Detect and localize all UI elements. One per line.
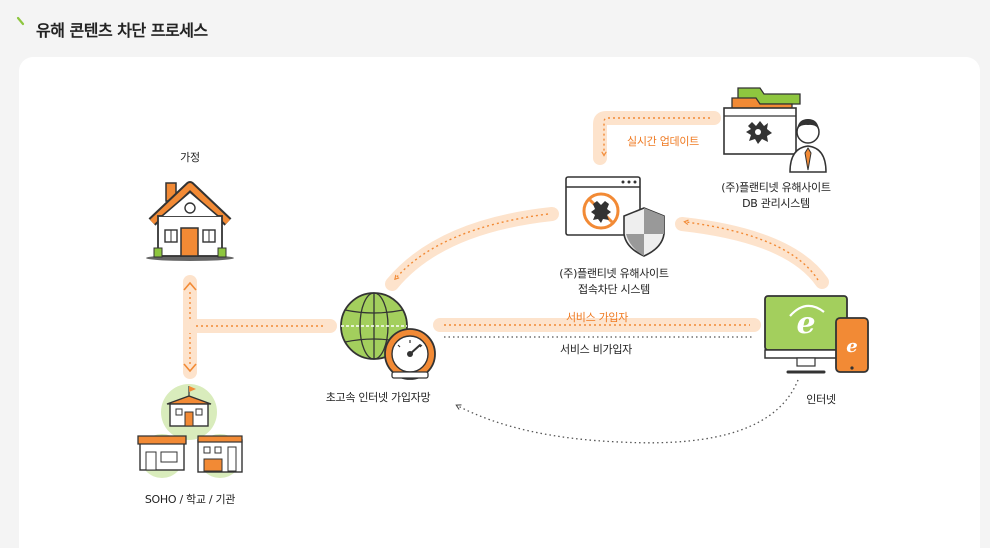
- non-subscriber-label: 서비스 비가입자: [560, 343, 632, 356]
- update-dots: [601, 117, 710, 157]
- svg-text:e: e: [796, 306, 815, 341]
- internet-to-block-dots: [683, 219, 819, 281]
- buildings-icon: [137, 384, 243, 478]
- page-title: 유해 콘텐츠 차단 프로세스: [36, 21, 208, 40]
- monitor-mobile-icon: e e: [764, 295, 869, 374]
- globe-speedometer-icon: [340, 292, 436, 380]
- subscriber-label: 서비스 가입자: [565, 311, 629, 324]
- home-label: 가정: [180, 151, 200, 164]
- arrow-down-head: [183, 363, 197, 373]
- internet-to-block-band: [675, 217, 829, 289]
- block-system-line1: (주)플랜티넷 유해사이트: [559, 267, 669, 280]
- house-icon: [146, 181, 234, 261]
- internet-label: 인터넷: [806, 393, 836, 406]
- block-to-isp-band: [385, 207, 559, 291]
- db-system-line2: DB 관리시스템: [742, 197, 810, 210]
- svg-text:e: e: [846, 336, 857, 357]
- update-band: [593, 111, 721, 165]
- folder-operator-icon: [723, 87, 827, 173]
- soho-label: SOHO / 학교 / 기관: [144, 493, 236, 506]
- block-system-line2: 접속차단 시스템: [578, 283, 650, 296]
- browser-shield-icon: [565, 176, 665, 257]
- section-header: 유해 콘텐츠 차단 프로세스: [14, 14, 208, 44]
- arrow-up-head: [183, 281, 197, 291]
- db-system-line1: (주)플랜티넷 유해사이트: [721, 181, 831, 194]
- realtime-update-label: 실시간 업데이트: [627, 135, 699, 148]
- block-to-isp-dots: [394, 213, 549, 281]
- flow-arrows: [183, 111, 829, 444]
- accent-tick-icon: [16, 16, 25, 26]
- isp-label: 초고속 인터넷 가입자망: [325, 391, 431, 404]
- db-system-label: (주)플랜티넷 유해사이트 DB 관리시스템: [706, 180, 846, 212]
- block-system-label: (주)플랜티넷 유해사이트 접속차단 시스템: [544, 266, 684, 298]
- internet-to-isp-arc: [455, 379, 799, 444]
